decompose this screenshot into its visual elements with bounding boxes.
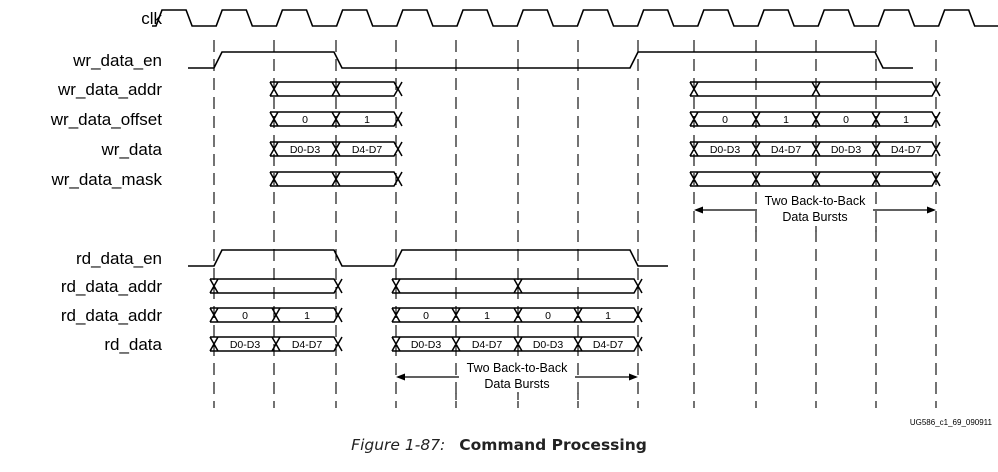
- signal-label: rd_data: [104, 335, 162, 354]
- write-burst-arrow-head-left: [694, 206, 703, 214]
- bus-value-label: D4-D7: [292, 339, 323, 351]
- signal-label: rd_data_addr: [61, 277, 162, 296]
- signal-label: wr_data: [101, 140, 163, 159]
- rd-data-bus: [391, 336, 643, 352]
- wr-data-mask-bus: [689, 171, 941, 187]
- signal-label: wr_data_addr: [57, 80, 162, 99]
- read-burst-arrow-head-right: [629, 373, 638, 381]
- wr-data-addr-bus: [269, 81, 403, 97]
- bus-value-label: 0: [545, 310, 551, 322]
- signal-label: rd_data_addr: [61, 306, 162, 325]
- bus-value-label: D0-D3: [230, 339, 261, 351]
- bus-value-label: 1: [304, 310, 310, 322]
- bus-value-label: D4-D7: [352, 144, 383, 156]
- wr-data-offset-bus: [269, 111, 403, 127]
- wr-data-en-waveform: [188, 51, 913, 69]
- bus-value-label: D4-D7: [771, 144, 802, 156]
- annotation-line1: Two Back-to-Back: [467, 361, 568, 375]
- bus-value-label: 0: [302, 114, 308, 126]
- timing-diagram: clkwr_data_enwr_data_addrwr_data_offsetw…: [50, 9, 998, 427]
- rd-data-addr-bus: [209, 278, 343, 294]
- bus-value-label: D0-D3: [533, 339, 564, 351]
- signal-label: wr_data_en: [72, 51, 162, 70]
- bus-value-label: 0: [242, 310, 248, 322]
- signal-label: rd_data_en: [76, 249, 162, 268]
- bus-value-label: 1: [605, 310, 611, 322]
- rd-data-addr-bus: [209, 307, 343, 323]
- rd-data-bus: [209, 336, 343, 352]
- annotation-line1: Two Back-to-Back: [765, 194, 866, 208]
- bus-value-label: 1: [783, 114, 789, 126]
- bus-value-label: D0-D3: [290, 144, 321, 156]
- wr-data-bus: [689, 141, 941, 157]
- bus-value-label: 1: [903, 114, 909, 126]
- bus-value-label: 0: [423, 310, 429, 322]
- signal-label: wr_data_offset: [50, 110, 162, 129]
- bus-value-label: D0-D3: [831, 144, 862, 156]
- figure-caption: Figure 1-87: Command Processing: [0, 436, 998, 454]
- rd-data-addr-bus: [391, 307, 643, 323]
- bus-value-label: 0: [843, 114, 849, 126]
- annotation-background: [459, 358, 575, 392]
- wr-data-offset-bus: [689, 111, 941, 127]
- read-burst-arrow-head-left: [396, 373, 405, 381]
- rd-data-addr-bus: [391, 278, 643, 294]
- bus-value-label: 1: [364, 114, 370, 126]
- figure-title: Command Processing: [459, 436, 647, 454]
- annotation-line2: Data Bursts: [782, 210, 847, 224]
- bus-value-label: D4-D7: [891, 144, 922, 156]
- bus-value-label: D4-D7: [472, 339, 503, 351]
- rd-data-en-waveform: [188, 249, 668, 267]
- figure-number: Figure 1-87:: [351, 436, 446, 454]
- wr-data-addr-bus: [689, 81, 941, 97]
- bus-value-label: 0: [722, 114, 728, 126]
- annotation-background: [757, 191, 873, 225]
- annotation-line2: Data Bursts: [484, 377, 549, 391]
- signal-label: wr_data_mask: [50, 170, 162, 189]
- bus-value-label: D0-D3: [710, 144, 741, 156]
- bus-value-label: 1: [484, 310, 490, 322]
- wr-data-mask-bus: [269, 171, 403, 187]
- document-id: UG586_c1_69_090911: [910, 418, 993, 427]
- write-burst-arrow-head-right: [927, 206, 936, 214]
- bus-value-label: D0-D3: [411, 339, 442, 351]
- clock-waveform: [152, 9, 998, 27]
- wr-data-bus: [269, 141, 403, 157]
- bus-value-label: D4-D7: [593, 339, 624, 351]
